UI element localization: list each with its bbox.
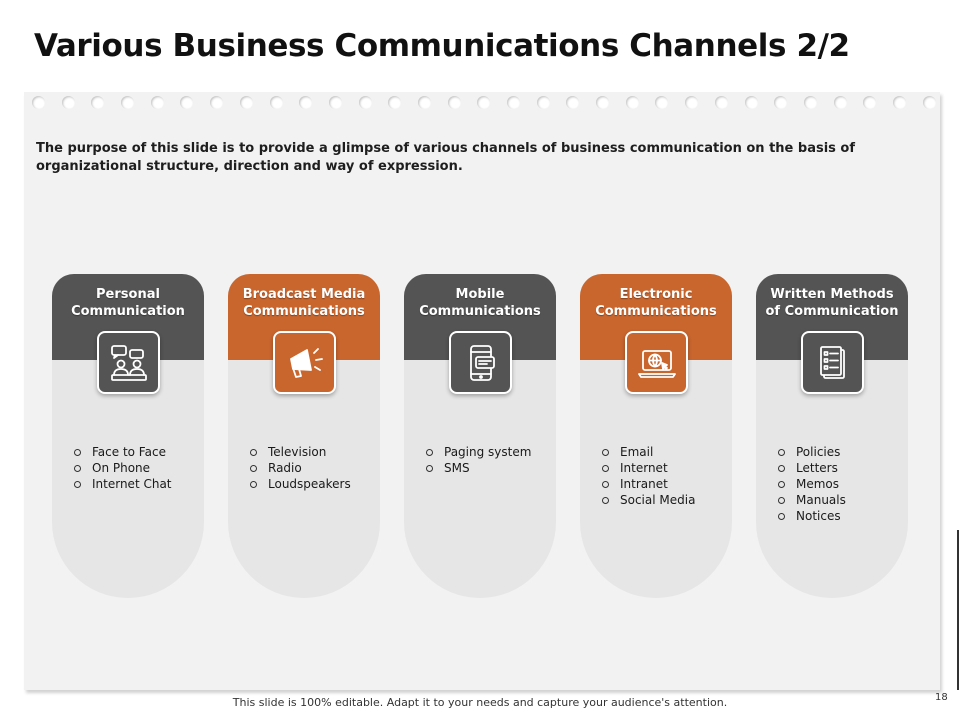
binder-hole bbox=[892, 95, 906, 109]
list-item: Social Media bbox=[602, 492, 695, 508]
binder-hole bbox=[447, 95, 461, 109]
page-number: 18 bbox=[935, 692, 948, 703]
binder-hole bbox=[32, 95, 45, 109]
binder-holes bbox=[32, 92, 936, 112]
list-item: SMS bbox=[426, 460, 531, 476]
laptop-globe-icon bbox=[625, 331, 688, 394]
card-title: Electronic Communications bbox=[595, 287, 717, 319]
slide-title: Various Business Communications Channels… bbox=[34, 28, 850, 64]
binder-hole bbox=[477, 95, 491, 109]
card-title: Written Methods of Communication bbox=[765, 287, 899, 319]
binder-hole bbox=[269, 95, 283, 109]
binder-hole bbox=[91, 95, 105, 109]
channel-list: Television Radio Loudspeakers bbox=[250, 444, 351, 492]
card-header: Broadcast Media Communications bbox=[228, 274, 380, 360]
channel-card-mobile: Mobile Communications Paging system SMS bbox=[404, 274, 556, 598]
binder-hole bbox=[774, 95, 788, 109]
binder-hole bbox=[417, 95, 431, 109]
binder-hole bbox=[833, 95, 847, 109]
binder-hole bbox=[536, 95, 550, 109]
binder-hole bbox=[596, 95, 610, 109]
megaphone-icon bbox=[273, 331, 336, 394]
channel-list: Face to Face On Phone Internet Chat bbox=[74, 444, 172, 492]
mobile-chat-icon bbox=[449, 331, 512, 394]
binder-hole bbox=[744, 95, 758, 109]
binder-hole bbox=[150, 95, 164, 109]
binder-hole bbox=[507, 95, 520, 109]
binder-hole bbox=[239, 95, 253, 109]
document-list-icon bbox=[801, 331, 864, 394]
notepad-panel: The purpose of this slide is to provide … bbox=[24, 92, 940, 690]
list-item: Paging system bbox=[426, 444, 531, 460]
binder-hole bbox=[180, 95, 194, 109]
list-item: Television bbox=[250, 444, 351, 460]
binder-hole bbox=[714, 95, 728, 109]
binder-hole bbox=[566, 95, 580, 109]
card-title: Mobile Communications bbox=[419, 287, 541, 319]
binder-hole bbox=[803, 95, 817, 109]
list-item: Face to Face bbox=[74, 444, 172, 460]
binder-hole bbox=[210, 95, 224, 109]
binder-hole bbox=[358, 95, 372, 109]
list-item: Radio bbox=[250, 460, 351, 476]
slide-footer: This slide is 100% editable. Adapt it to… bbox=[232, 696, 728, 709]
list-item: Policies bbox=[778, 444, 846, 460]
edge-divider bbox=[957, 530, 959, 690]
list-item: Letters bbox=[778, 460, 846, 476]
channel-card-broadcast: Broadcast Media Communications Televisio… bbox=[228, 274, 380, 598]
binder-hole bbox=[625, 95, 639, 109]
list-item: Notices bbox=[778, 508, 846, 524]
binder-hole bbox=[328, 95, 342, 109]
channel-card-personal: Personal Communication Face to Face On P… bbox=[52, 274, 204, 598]
list-item: Memos bbox=[778, 476, 846, 492]
binder-hole bbox=[655, 95, 669, 109]
channel-card-written: Written Methods of Communication Policie… bbox=[756, 274, 908, 598]
channel-list: Paging system SMS bbox=[426, 444, 531, 476]
list-item: Manuals bbox=[778, 492, 846, 508]
channel-list: Email Internet Intranet Social Media bbox=[602, 444, 695, 508]
list-item: Internet Chat bbox=[74, 476, 172, 492]
binder-hole bbox=[922, 95, 936, 109]
binder-hole bbox=[863, 95, 877, 109]
meeting-people-icon bbox=[97, 331, 160, 394]
list-item: On Phone bbox=[74, 460, 172, 476]
channel-list: Policies Letters Memos Manuals Notices bbox=[778, 444, 846, 524]
binder-hole bbox=[685, 95, 699, 109]
channel-card-electronic: Electronic Communications Email Internet… bbox=[580, 274, 732, 598]
list-item: Intranet bbox=[602, 476, 695, 492]
binder-hole bbox=[61, 95, 75, 109]
binder-hole bbox=[121, 95, 135, 109]
list-item: Internet bbox=[602, 460, 695, 476]
card-title: Personal Communication bbox=[71, 287, 185, 319]
binder-hole bbox=[388, 95, 402, 109]
list-item: Email bbox=[602, 444, 695, 460]
card-title: Broadcast Media Communications bbox=[242, 287, 366, 319]
card-header: Electronic Communications bbox=[580, 274, 732, 360]
slide-description: The purpose of this slide is to provide … bbox=[36, 141, 856, 174]
list-item: Loudspeakers bbox=[250, 476, 351, 492]
binder-hole bbox=[299, 95, 313, 109]
